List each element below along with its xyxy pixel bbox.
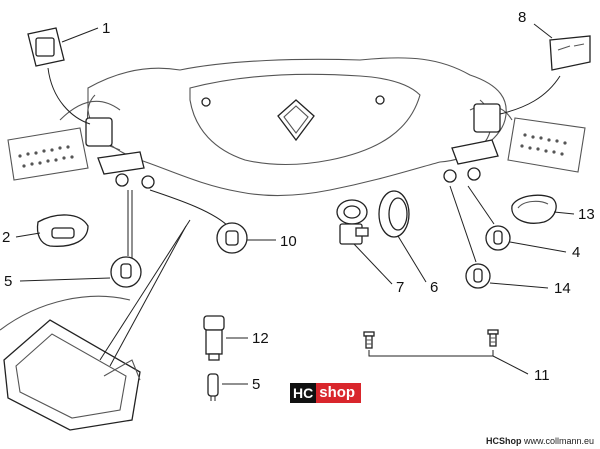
right-socket-a [443,169,457,183]
part-2-button [36,214,89,247]
hcshop-logo: HC shop [290,383,362,403]
leader-14 [489,282,549,289]
left-socket-a [115,173,129,187]
right-switch-block [473,103,501,133]
right-socket-b [467,167,481,181]
instrument-panel [0,295,141,431]
callout-10: 10 [280,233,297,250]
part-14-bulb [465,263,491,289]
wire-panel-2 [109,225,187,367]
callout-2: 2 [2,229,10,246]
part-5-bulb [110,256,142,288]
wire-10 [149,189,231,229]
leader-11-tail [492,355,529,375]
leader-13 [553,211,575,215]
callout-7: 6 [430,279,438,296]
callout-1: 1 [102,20,110,37]
leader-4 [509,241,567,253]
logo-shop: shop [316,383,362,403]
leader-11 [368,350,494,357]
part-4-bulb [485,225,511,251]
leader-1 [61,27,99,43]
right-screw [375,95,385,105]
part-10-bulb [216,222,248,254]
leader-7 [397,235,427,283]
callout-11: 11 [534,367,550,384]
callout-12: 12 [252,330,269,347]
left-switch-block [85,117,113,147]
part-12-holder [203,315,225,361]
leader-2 [15,232,41,238]
footer-url: www.collmann.eu [523,436,594,446]
footer-credit: HCShop www.collmann.eu [486,436,594,446]
part-7-bezel [378,190,410,238]
footer-brand: HCShop [485,436,522,446]
callout-5: 5 [4,273,12,290]
part-1-switch [27,27,65,67]
leader-8 [533,23,553,39]
callout-13: 13 [578,206,595,223]
left-switch-base [97,151,145,175]
wire-8 [499,75,561,115]
left-socket-b [141,175,155,189]
wire-1 [47,67,91,125]
part-9-ignition [336,199,369,245]
wire-4 [467,185,495,225]
callout-8: 8 [518,9,526,26]
leader-5 [19,277,111,282]
left-grip [7,127,89,181]
callout-4: 4 [572,244,580,261]
right-switch-base [451,139,499,165]
left-screw [201,97,211,107]
part-11-screw-a [363,331,375,349]
right-grip [507,117,586,173]
wire-panel [99,219,191,361]
callout-14: 14 [554,280,571,297]
emblem [277,99,315,142]
logo-hc: HC [290,383,317,403]
callout-9: 7 [396,279,404,296]
callout-6: 5 [252,376,260,393]
part-13-lens [511,194,557,224]
part-8-switch [549,35,591,71]
part-11-screw-b [487,329,499,347]
part-6-bulb [207,373,219,401]
wire-14 [449,185,477,263]
leader-9 [353,243,393,285]
